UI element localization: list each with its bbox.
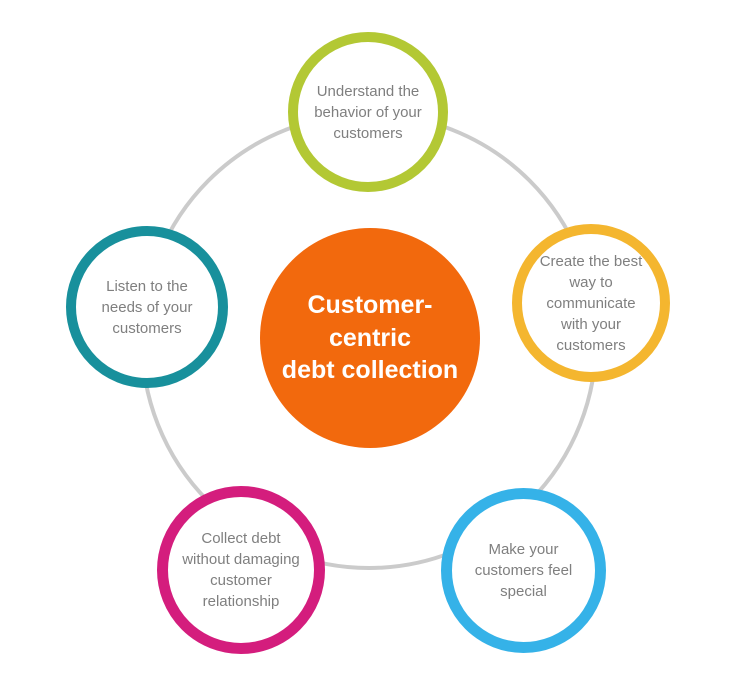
center-label: Customer-centric debt collection: [281, 291, 459, 385]
node-understand-behavior-circle: Understand the behavior of your customer…: [288, 32, 448, 192]
node-communicate-circle: Create the best way to communicate with …: [512, 224, 670, 382]
node-feel-special-label: Make your customers feel special: [474, 541, 573, 600]
center-circle: Customer-centric debt collection: [260, 228, 480, 448]
node-listen-needs-label: Listen to the needs of your customers: [101, 277, 193, 337]
node-feel-special-circle: Make your customers feel special: [441, 488, 606, 653]
node-understand-behavior-label: Understand the behavior of your customer…: [314, 82, 422, 142]
node-collect-debt-label: Collect debt without damaging customer r…: [182, 530, 300, 610]
node-collect-debt-circle: Collect debt without damaging customer r…: [157, 486, 325, 654]
node-communicate-label: Create the best way to communicate with …: [539, 252, 643, 354]
node-listen-needs-circle: Listen to the needs of your customers: [66, 226, 228, 388]
